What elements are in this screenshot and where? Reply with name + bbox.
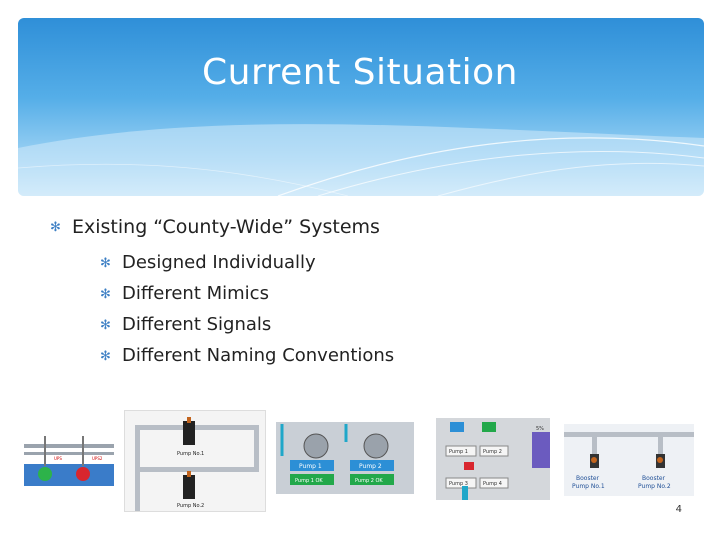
- sub-bullet-item: ✻ Different Naming Conventions: [100, 345, 622, 366]
- mimic-label: Pump 2: [359, 463, 382, 470]
- mimic-image-5: Booster Pump No.1 Booster Pump No.2: [564, 424, 694, 496]
- mimic-label: UPS: [54, 456, 62, 461]
- asterisk-bullet-icon: ✻: [100, 318, 111, 333]
- slide-title: Current Situation: [202, 52, 518, 93]
- mimic-label: Pump No.1: [177, 451, 204, 457]
- mimic-label: Booster: [642, 475, 666, 482]
- mimic-label: Pump 1: [299, 463, 322, 470]
- mimic-label: Pump 3: [449, 481, 468, 487]
- mimic-label: Pump No.2: [638, 483, 671, 490]
- sub-bullet-text: Different Mimics: [122, 283, 269, 304]
- title-banner: [18, 18, 704, 196]
- bullet-text: Existing “County-Wide” Systems: [72, 216, 380, 238]
- mimic-image-3: Pump 1 Pump 2 Pump 1 OK Pump 2 OK: [276, 422, 414, 494]
- bullet-item: ✻ Existing “County-Wide” Systems: [50, 216, 672, 238]
- sub-bullet-text: Designed Individually: [122, 252, 316, 273]
- asterisk-bullet-icon: ✻: [50, 220, 61, 235]
- banner-swoosh-graphic: [18, 124, 704, 196]
- mimic-label: Pump 1 OK: [295, 478, 323, 484]
- mimic-label: UPS2: [92, 456, 103, 461]
- mimic-label: Pump 1: [449, 449, 468, 455]
- sub-bullet-item: ✻ Designed Individually: [100, 252, 622, 273]
- mimic-label: Pump 2: [483, 449, 502, 455]
- sub-bullet-text: Different Naming Conventions: [122, 345, 395, 366]
- mimic-image-4: Pump 1 Pump 2 Pump 3 Pump 4 5%: [436, 418, 550, 500]
- mimic-label: Pump 4: [483, 481, 502, 487]
- mimic-image-1: UPS UPS2: [24, 430, 114, 486]
- mimic-label: Pump No.1: [572, 483, 605, 490]
- mimic-label: Booster: [576, 475, 600, 482]
- mimic-label: 5%: [536, 426, 544, 432]
- mimic-label: Pump No.2: [177, 503, 204, 509]
- sub-bullet-item: ✻ Different Signals: [100, 314, 622, 335]
- page-number: 4: [675, 504, 682, 515]
- sub-bullet-item: ✻ Different Mimics: [100, 283, 622, 304]
- asterisk-bullet-icon: ✻: [100, 256, 111, 271]
- asterisk-bullet-icon: ✻: [100, 349, 111, 364]
- sub-bullet-text: Different Signals: [122, 314, 272, 335]
- asterisk-bullet-icon: ✻: [100, 287, 111, 302]
- mimic-label: Pump 2 OK: [355, 478, 383, 484]
- mimic-image-2: Pump No.1 Pump No.2: [124, 410, 266, 512]
